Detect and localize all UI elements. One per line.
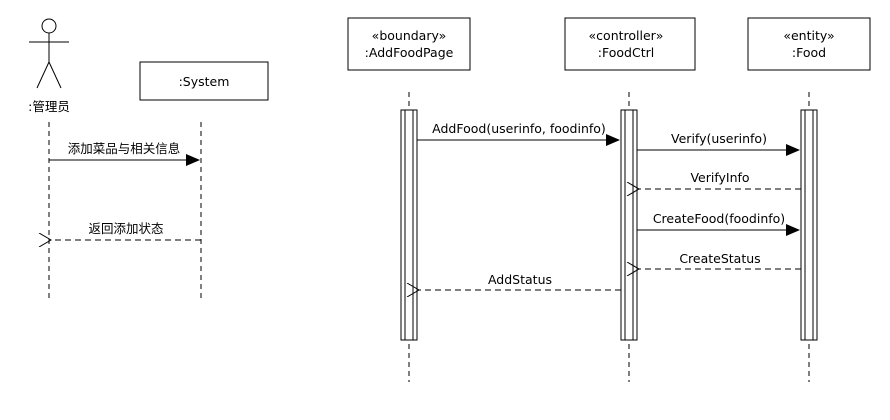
actor-head — [41, 18, 57, 34]
activation-ctrl — [620, 109, 638, 341]
actor-admin-label: :管理员 — [28, 99, 70, 114]
participant-ctrl-box — [564, 17, 696, 71]
message-return-status-label: 返回添加状态 — [88, 221, 163, 236]
message-addfood-label: AddFood(userinfo, foodinfo) — [432, 121, 606, 136]
participant-page-stereotype: «boundary» — [372, 28, 447, 43]
message-addfood[interactable]: AddFood(userinfo, foodinfo) — [417, 121, 620, 146]
participant-ctrl-stereotype: «controller» — [589, 28, 664, 43]
message-add-dish[interactable]: 添加菜品与相关信息 — [49, 141, 200, 166]
message-verifyinfo-label: VerifyInfo — [690, 170, 749, 185]
activation-page-inner — [404, 109, 414, 341]
participant-system[interactable]: :System — [139, 61, 269, 101]
message-verify-label: Verify(userinfo) — [671, 131, 767, 146]
message-createstatus-label: CreateStatus — [679, 251, 760, 266]
participant-page-label: :AddFoodPage — [365, 45, 454, 60]
activation-food — [800, 109, 818, 341]
message-addstatus[interactable]: AddStatus — [419, 272, 621, 290]
participant-page[interactable]: «boundary» :AddFoodPage — [347, 17, 471, 71]
message-verifyinfo[interactable]: VerifyInfo — [639, 170, 801, 189]
activation-food-inner — [804, 109, 814, 341]
participant-food[interactable]: «entity» :Food — [747, 17, 871, 71]
message-createfood-label: CreateFood(foodinfo) — [653, 211, 785, 226]
participant-system-label: :System — [179, 74, 230, 89]
message-addstatus-label: AddStatus — [488, 272, 552, 287]
actor-leg-left — [36, 61, 50, 89]
message-createfood[interactable]: CreateFood(foodinfo) — [637, 211, 800, 236]
activation-page — [400, 109, 418, 341]
actor-admin[interactable]: :管理员 — [28, 18, 70, 114]
participant-food-box — [747, 17, 871, 71]
participant-food-stereotype: «entity» — [783, 28, 834, 43]
actor-leg-right — [48, 61, 62, 89]
participant-page-box — [347, 17, 471, 71]
message-add-dish-label: 添加菜品与相关信息 — [68, 141, 181, 156]
participant-food-label: :Food — [792, 45, 826, 60]
participant-system-box — [139, 61, 269, 101]
message-return-status[interactable]: 返回添加状态 — [51, 221, 201, 240]
message-verify[interactable]: Verify(userinfo) — [637, 131, 800, 156]
participant-ctrl-label: :FoodCtrl — [598, 45, 654, 60]
participant-ctrl[interactable]: «controller» :FoodCtrl — [564, 17, 696, 71]
message-createstatus[interactable]: CreateStatus — [639, 251, 801, 269]
activation-ctrl-inner — [624, 109, 634, 341]
